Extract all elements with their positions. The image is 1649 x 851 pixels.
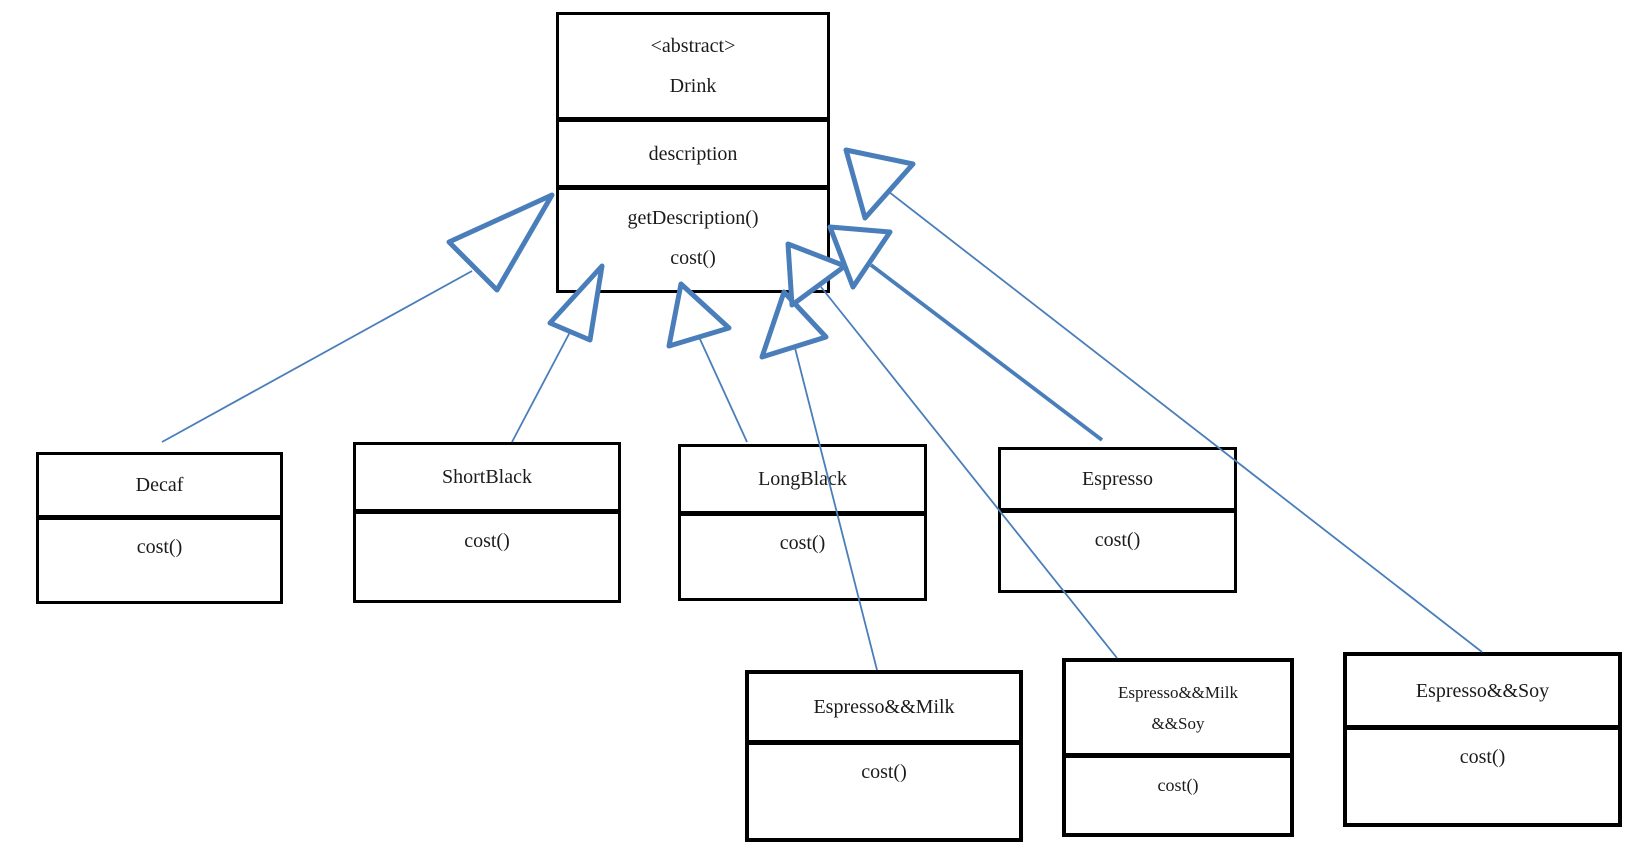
method-label: cost()	[779, 532, 826, 554]
method-label: cost()	[861, 761, 907, 783]
attribute-label: description	[648, 142, 738, 165]
inheritance-line-longblack-to-drink	[698, 336, 748, 443]
class-methods-compartment: cost()	[1001, 508, 1234, 590]
class-box-espresso-soy: Espresso&&Soy cost()	[1343, 652, 1622, 827]
inheritance-arrowhead-espresso-milk	[759, 289, 829, 360]
method-label: cost()	[1157, 775, 1199, 795]
method-label: cost()	[1094, 529, 1141, 551]
inheritance-arrowhead-decaf	[446, 192, 555, 293]
method-label: cost()	[464, 530, 510, 552]
inheritance-line-decaf-to-drink	[161, 270, 473, 443]
class-box-espresso: Espresso cost()	[998, 447, 1237, 593]
class-methods-compartment: getDescription() cost()	[559, 185, 827, 290]
class-name: LongBlack	[758, 468, 847, 490]
inheritance-arrowhead-longblack	[666, 281, 732, 349]
class-methods-compartment: cost()	[749, 740, 1019, 838]
class-attributes-compartment: description	[559, 117, 827, 185]
class-box-longblack: LongBlack cost()	[678, 444, 927, 601]
class-name-line-1: Espresso&&Milk	[1118, 682, 1238, 702]
class-title-compartment: Decaf	[39, 455, 280, 515]
class-title-compartment: Espresso&&Soy	[1347, 656, 1618, 725]
class-box-espresso-milk: Espresso&&Milk cost()	[745, 670, 1023, 842]
class-title-compartment: Espresso	[1001, 450, 1234, 508]
class-box-shortblack: ShortBlack cost()	[353, 442, 621, 603]
class-box-espresso-milk-soy: Espresso&&Milk &&Soy cost()	[1062, 658, 1294, 837]
class-methods-compartment: cost()	[681, 511, 924, 598]
class-title-compartment: ShortBlack	[356, 445, 618, 509]
class-name: Espresso&&Soy	[1415, 679, 1550, 702]
class-box-decaf: Decaf cost()	[36, 452, 283, 604]
method-label: cost()	[136, 536, 183, 558]
class-title-compartment: <abstract> Drink	[559, 15, 827, 117]
class-methods-compartment: cost()	[39, 515, 280, 601]
class-name-line-2: &&Soy	[1151, 713, 1205, 733]
inheritance-line-shortblack-to-drink	[511, 331, 571, 443]
class-stereotype: <abstract>	[650, 35, 736, 57]
inheritance-line-espresso-to-drink	[869, 263, 1104, 442]
class-title-compartment: LongBlack	[681, 447, 924, 511]
class-name: Espresso	[1081, 468, 1154, 490]
class-methods-compartment: cost()	[356, 509, 618, 600]
class-name: Drink	[669, 75, 717, 97]
class-methods-compartment: cost()	[1066, 753, 1290, 833]
class-title-compartment: Espresso&&Milk &&Soy	[1066, 662, 1290, 753]
class-methods-compartment: cost()	[1347, 725, 1618, 823]
class-name: Decaf	[135, 474, 184, 496]
method-label: cost()	[1459, 746, 1506, 768]
inheritance-arrowhead-espresso-soy	[843, 147, 916, 221]
class-name: Espresso&&Milk	[813, 696, 955, 718]
method-label: cost()	[670, 247, 716, 269]
class-box-drink: <abstract> Drink description getDescript…	[556, 12, 830, 293]
class-name: ShortBlack	[442, 466, 532, 488]
method-label: getDescription()	[627, 207, 759, 229]
inheritance-arrowhead-espresso	[827, 224, 893, 290]
class-title-compartment: Espresso&&Milk	[749, 674, 1019, 740]
